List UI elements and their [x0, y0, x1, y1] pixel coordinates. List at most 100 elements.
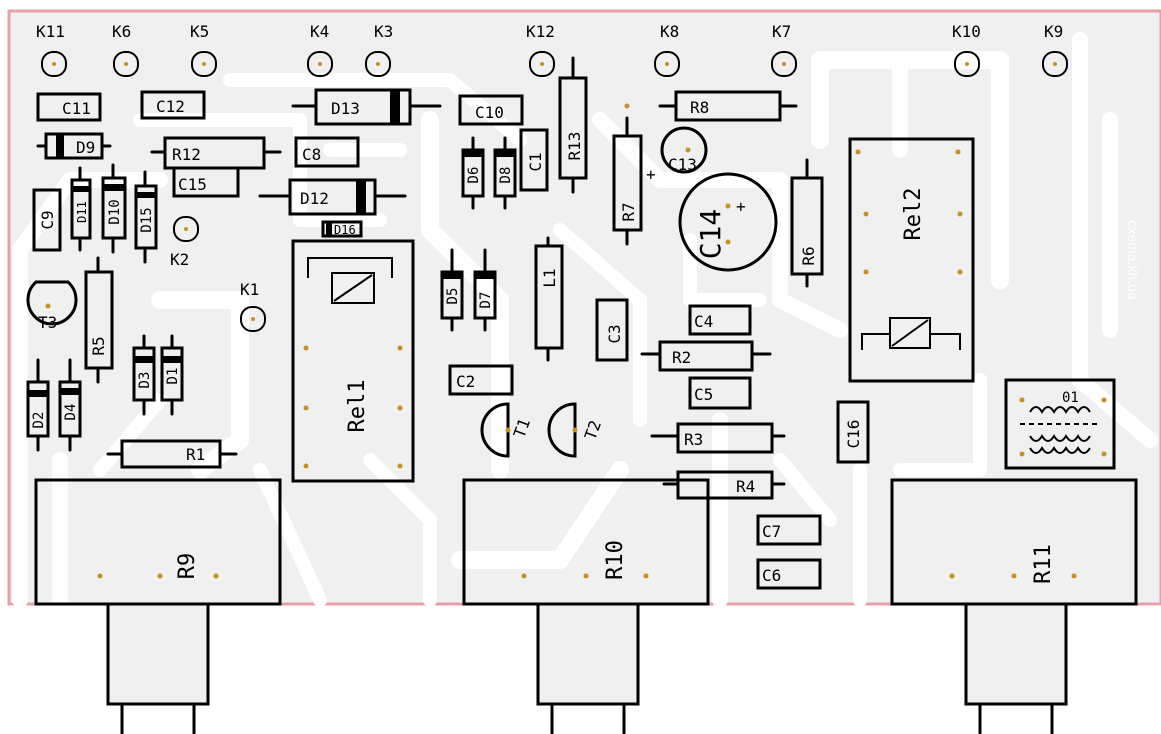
capacitor-c5: [688, 376, 752, 410]
resistor-r13: [558, 76, 588, 180]
transistor-t1: [480, 402, 510, 458]
diode-d12-cathode-band: [356, 180, 366, 214]
inductor-l1-label: L1: [540, 268, 559, 287]
resistor-r7: [612, 134, 643, 232]
transformer-01-label: 01: [1062, 390, 1079, 406]
connector-k3-label: K3: [374, 22, 393, 41]
capacitor-c2: [448, 364, 514, 396]
diode-d13: [314, 88, 412, 126]
diode-d3: [132, 346, 156, 402]
diode-d7-label: D7: [478, 292, 494, 309]
capacitor-c13: [660, 126, 708, 174]
capacitor-c13-label: C13: [668, 155, 697, 174]
connectors: K11 K6 K5 K4 K3 K12 K8 K7 K10 K9 K2 K1: [36, 22, 1068, 332]
diode-d11-cathode-band: [72, 186, 90, 192]
relay-rel1-coil-symbol: [307, 257, 393, 304]
capacitor-c10-label: C10: [475, 103, 504, 122]
potentiometer-r9-label: R9: [175, 553, 200, 580]
capacitor-c2-label: C2: [456, 372, 475, 391]
capacitor-c8: [294, 136, 360, 168]
connector-k11-label: K11: [36, 22, 65, 41]
potentiometer-r9: [34, 478, 282, 734]
relay-rel2-coil-symbol: [861, 317, 961, 350]
diode-d8-cathode-band: [495, 150, 515, 157]
resistor-r7-label: R7: [619, 202, 638, 221]
relay-rel1-label: Rel1: [345, 380, 370, 433]
diode-d1: [160, 346, 184, 402]
connector-k2-label: K2: [170, 250, 189, 269]
resistor-r12-label: R12: [172, 145, 201, 164]
resistor-r1-label: R1: [186, 445, 205, 464]
diode-d12: [288, 178, 377, 216]
diode-d9-label: D9: [76, 138, 95, 157]
diode-d11-label: D11: [75, 201, 89, 223]
potentiometer-r11-label: R11: [1031, 544, 1056, 584]
diode-d6-label: D6: [466, 167, 482, 184]
capacitor-c14-plus-mark: +: [646, 165, 656, 184]
relay-rel2: [848, 137, 975, 383]
capacitor-c12-label: C12: [156, 97, 185, 116]
connector-k1-label: K1: [240, 280, 259, 299]
diode-d4: [58, 380, 82, 438]
capacitor-c14-label: C14: [694, 209, 727, 260]
diode-d15-label: D15: [139, 207, 155, 232]
potentiometer-r11: [890, 478, 1138, 734]
connector-k10-label: K10: [952, 22, 981, 41]
connector-k7-label: K7: [772, 22, 791, 41]
capacitor-c7-label: C7: [762, 522, 781, 541]
resistor-r6-label: R6: [799, 246, 818, 265]
resistor-r5-label: R5: [89, 336, 108, 355]
capacitor-c4: [688, 304, 752, 336]
transistor-t3: [26, 280, 78, 326]
resistor-r8: [674, 90, 782, 122]
resistor-r2: [658, 340, 754, 372]
diode-d11: [70, 178, 92, 240]
capacitor-c11-label: C11: [62, 99, 91, 118]
capacitor-c15: [172, 166, 240, 198]
connector-k11-pad: [41, 51, 67, 77]
connector-k8-label: K8: [660, 22, 679, 41]
capacitor-c4-label: C4: [694, 312, 713, 331]
diode-d2-cathode-band: [28, 390, 48, 397]
solder-pads: [45, 103, 1107, 579]
capacitor-c12: [140, 90, 206, 120]
copper-traces: [12, 32, 1158, 608]
diode-d9: [44, 132, 104, 160]
resistor-r3-label: R3: [684, 430, 703, 449]
resistor-r4-label: R4: [736, 477, 755, 496]
diode-d3-cathode-band: [134, 356, 154, 363]
watermark-text: cxema.kh.ua: [1125, 220, 1141, 300]
relay-rel1: [291, 239, 415, 483]
diode-d2: [26, 380, 50, 438]
diode-d4-label: D4: [63, 404, 79, 421]
connector-k2-pad: [173, 216, 199, 242]
diode-d6-cathode-band: [463, 150, 483, 157]
diode-d2-label: D2: [31, 412, 47, 429]
diode-d5-cathode-band: [442, 272, 462, 279]
diode-d5-label: D5: [445, 288, 461, 305]
capacitor-c5-label: C5: [694, 385, 713, 404]
connector-k4-pad: [307, 51, 333, 77]
diode-d13-label: D13: [331, 99, 360, 118]
diode-d13-cathode-band: [390, 90, 400, 124]
capacitor-c3-label: C3: [605, 324, 624, 343]
capacitor-c6-label: C6: [762, 566, 781, 585]
connector-k12-pad: [529, 51, 555, 77]
resistor-r13-label: R13: [565, 132, 584, 161]
connector-k6-pad: [113, 51, 139, 77]
diode-d1-label: D1: [165, 368, 181, 385]
capacitor-c16: [836, 400, 870, 464]
capacitor-c11: [36, 92, 102, 122]
connector-k6-label: K6: [112, 22, 131, 41]
diode-d10: [101, 176, 127, 240]
potentiometer-r10-label: R10: [603, 540, 628, 580]
diode-d12-label: D12: [300, 189, 329, 208]
connector-k3-pad: [365, 51, 391, 77]
transformer-01: [1004, 378, 1116, 470]
diode-d9-cathode-band: [56, 134, 64, 158]
connector-k9-label: K9: [1044, 22, 1063, 41]
resistor-r5: [84, 270, 114, 370]
capacitor-c1-label: C1: [526, 152, 545, 171]
connector-k5-label: K5: [190, 22, 209, 41]
